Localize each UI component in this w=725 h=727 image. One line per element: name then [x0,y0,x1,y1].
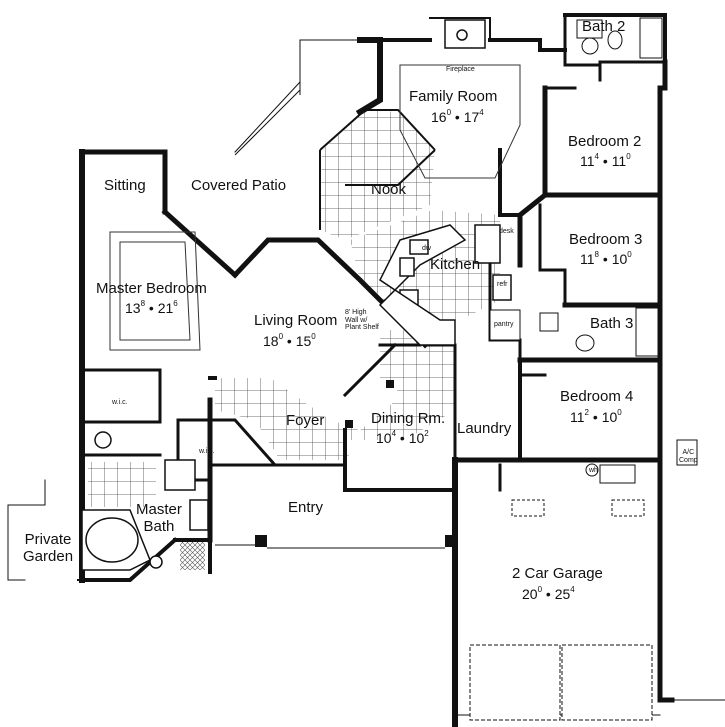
kitchen-label: Kitchen [430,256,481,273]
entry-label: Entry [288,499,324,516]
water-heater-label: wh [589,467,598,474]
family-room-label: Family Room [409,88,498,105]
wic-label-2: w.i.c. [199,448,215,455]
private-garden-label: Private Garden [23,531,74,565]
fireplace-label: Fireplace [446,66,475,73]
bedroom3-dims: 118 • 100 [580,250,632,267]
bath3-label: Bath 3 [590,315,634,332]
dining-label: Dining Rm. [371,410,446,427]
living-room-label: Living Room [254,312,338,329]
garage-label: 2 Car Garage [512,565,603,582]
covered-patio-label: Covered Patio [191,177,287,194]
bedroom4-label: Bedroom 4 [560,388,634,405]
pantry-label: pantry [494,321,514,328]
bedroom3-label: Bedroom 3 [569,231,643,248]
laundry-label: Laundry [457,420,512,437]
dining-dims: 104 • 102 [376,429,429,446]
bedroom4-dims: 112 • 100 [570,408,622,425]
nook-label: Nook [371,181,407,198]
master-bath-label: Master Bath [136,501,182,535]
refrigerator-label: refr [497,281,508,288]
wall-note-label: 8' High Wall w/ Plant Shelf [345,309,379,332]
desk-label: desk [499,228,514,235]
master-bedroom-label: Master Bedroom [96,280,207,297]
sitting-label: Sitting [104,177,146,194]
foyer-label: Foyer [286,412,325,429]
garage-dims: 200 • 254 [522,585,575,602]
ac-comp-label: A/C Comp [679,449,698,464]
wic-label-1: w.i.c. [112,399,128,406]
dishwasher-label: dw [422,245,431,252]
bedroom2-dims: 114 • 110 [580,152,631,169]
walls [7,13,725,727]
family-room-dims: 160 • 174 [431,108,484,125]
living-room-dims: 180 • 150 [263,332,316,349]
master-bedroom-dims: 138 • 216 [125,299,178,316]
bedroom2-label: Bedroom 2 [568,133,642,150]
bath2-label: Bath 2 [582,18,626,35]
